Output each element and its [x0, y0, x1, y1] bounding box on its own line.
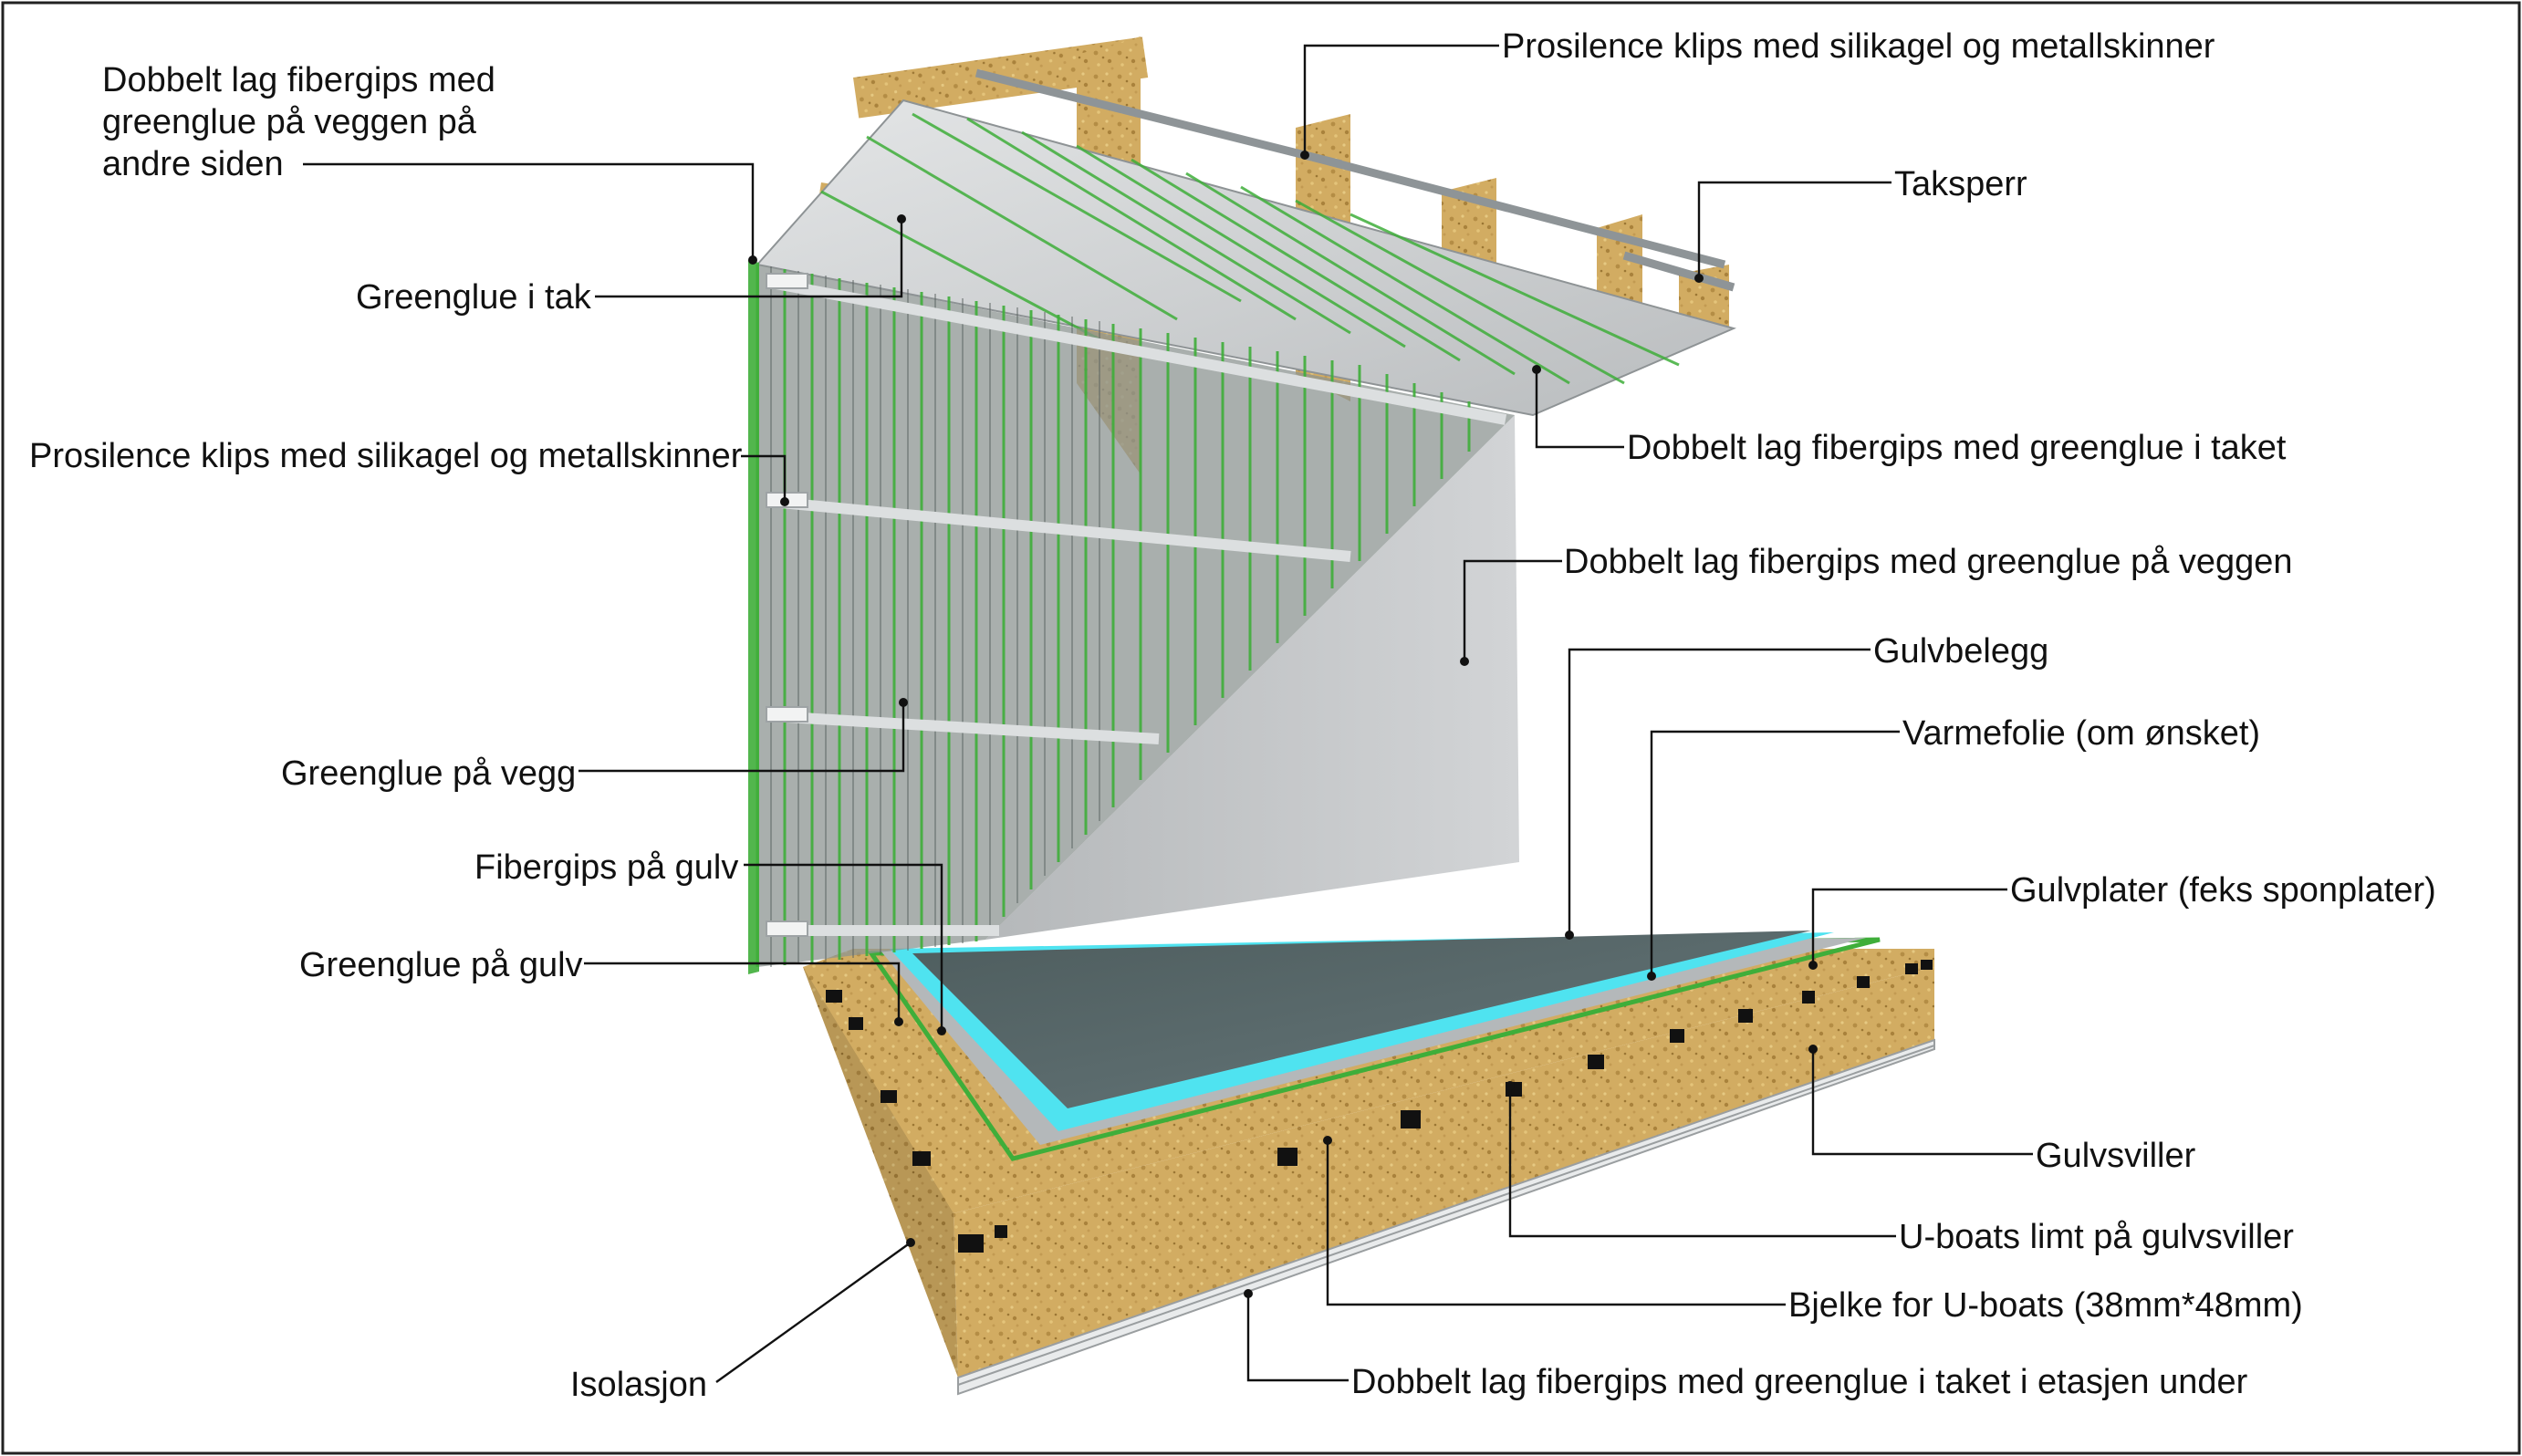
ceiling-greenglue-lines — [820, 112, 1680, 385]
label-beam: Bjelke for U-boats (38mm*48mm) — [1788, 1286, 2303, 1325]
label-wall-other-side-line3: andre siden — [102, 145, 284, 183]
label-greenglue-floor: Greenglue på gulv — [299, 946, 583, 984]
wall-studs-zone — [757, 265, 1515, 967]
u-boats — [826, 960, 1933, 1253]
floor-left-face-shade — [803, 958, 958, 1378]
label-ceiling-double: Dobbelt lag fibergips med greenglue i ta… — [1627, 429, 2287, 467]
wall-other-side-edge — [748, 260, 759, 974]
floor-covering — [912, 931, 1811, 1108]
illustration — [748, 36, 1935, 1396]
label-greenglue-ceiling: Greenglue i tak — [356, 278, 592, 317]
label-fibergips-floor: Fibergips på gulv — [474, 848, 738, 887]
label-wall-other-side-line2: greenglue på veggen på — [102, 103, 477, 141]
ceiling-below-layers — [957, 1038, 1935, 1396]
callout-labels: Dobbelt lag fibergips med greenglue på v… — [29, 27, 2436, 1404]
label-clips-roof: Prosilence klips med silikagel og metall… — [1502, 27, 2215, 66]
label-wall-other-side-line1: Dobbelt lag fibergips med — [102, 61, 495, 99]
label-floor-sills: Gulvsviller — [2036, 1137, 2196, 1175]
floor-front-face — [954, 967, 1934, 1378]
label-clips-wall: Prosilence klips med silikagel og metall… — [29, 437, 743, 475]
ceiling-metal-channels — [974, 68, 1735, 292]
wall-clips — [766, 273, 808, 937]
ceiling-below-line — [957, 1045, 1935, 1386]
label-rafter: Taksperr — [1894, 165, 2027, 203]
label-floor-boards: Gulvplater (feks sponplater) — [2010, 871, 2436, 910]
label-floor-cover: Gulvbelegg — [1873, 632, 2048, 671]
wall-fibergips-panel — [985, 415, 1519, 940]
floor-left-face — [803, 958, 958, 1378]
label-wall-double: Dobbelt lag fibergips med greenglue på v… — [1564, 543, 2293, 581]
wall-metal-channels — [769, 277, 1507, 936]
label-heat-foil: Varmefolie (om ønsket) — [1902, 714, 2260, 753]
label-u-boats: U-boats limt på gulvsviller — [1899, 1218, 2294, 1256]
leader-lines — [303, 44, 2033, 1383]
label-greenglue-wall: Greenglue på vegg — [281, 754, 576, 793]
wall-stud-lines — [770, 266, 1100, 967]
label-ceiling-below: Dobbelt lag fibergips med greenglue i ta… — [1351, 1363, 2248, 1401]
label-insulation: Isolasjon — [570, 1366, 707, 1404]
